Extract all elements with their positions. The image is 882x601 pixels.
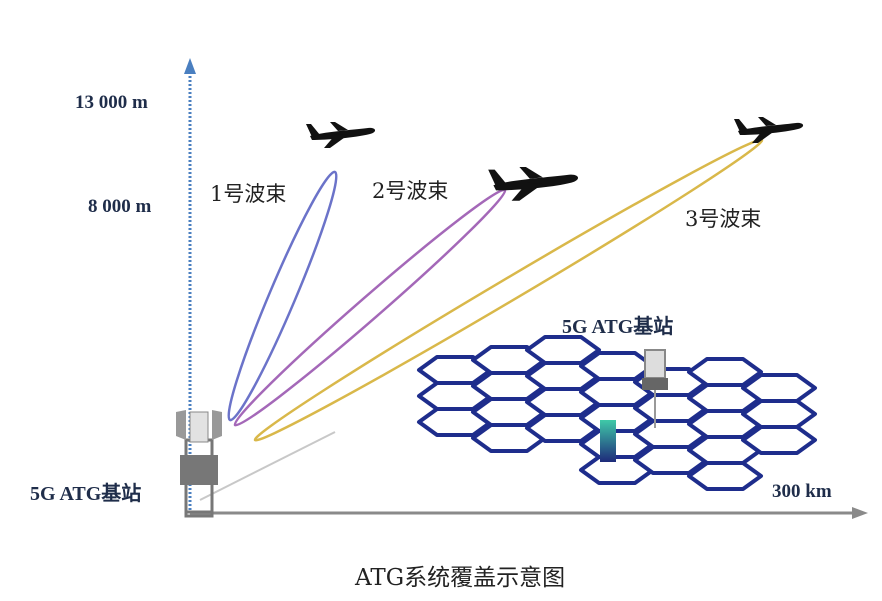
diagram-caption: ATG系统覆盖示意图 xyxy=(354,565,565,591)
beam-3-label: 3号波束 xyxy=(685,207,761,231)
ground-ray xyxy=(199,431,336,501)
left-station-label: 5G ATG基站 xyxy=(30,481,141,505)
cell-grid xyxy=(417,335,817,491)
terminal-device-icon xyxy=(600,420,616,462)
altitude-axis-arrow xyxy=(184,58,196,74)
airplane-2-icon xyxy=(488,167,579,201)
grid-station-label: 5G ATG基站 xyxy=(562,314,673,338)
distance-300km-label: 300 km xyxy=(772,481,832,502)
altitude-13000-label: 13 000 m xyxy=(75,92,148,113)
coverage-cell xyxy=(741,399,817,429)
grid-base-station-icon xyxy=(642,349,668,428)
beam-2-label: 2号波束 xyxy=(372,179,448,203)
coverage-cell xyxy=(687,461,763,491)
coverage-cell xyxy=(741,373,817,403)
altitude-8000-label: 8 000 m xyxy=(88,196,152,217)
tower-base-station-icon xyxy=(176,410,222,518)
distance-axis-arrow xyxy=(852,507,868,519)
beam-1-label: 1号波束 xyxy=(210,182,286,206)
airplane-3-icon xyxy=(734,117,804,143)
beam-1 xyxy=(227,170,338,422)
airplane-1-icon xyxy=(306,122,376,148)
coverage-cell xyxy=(741,425,817,455)
